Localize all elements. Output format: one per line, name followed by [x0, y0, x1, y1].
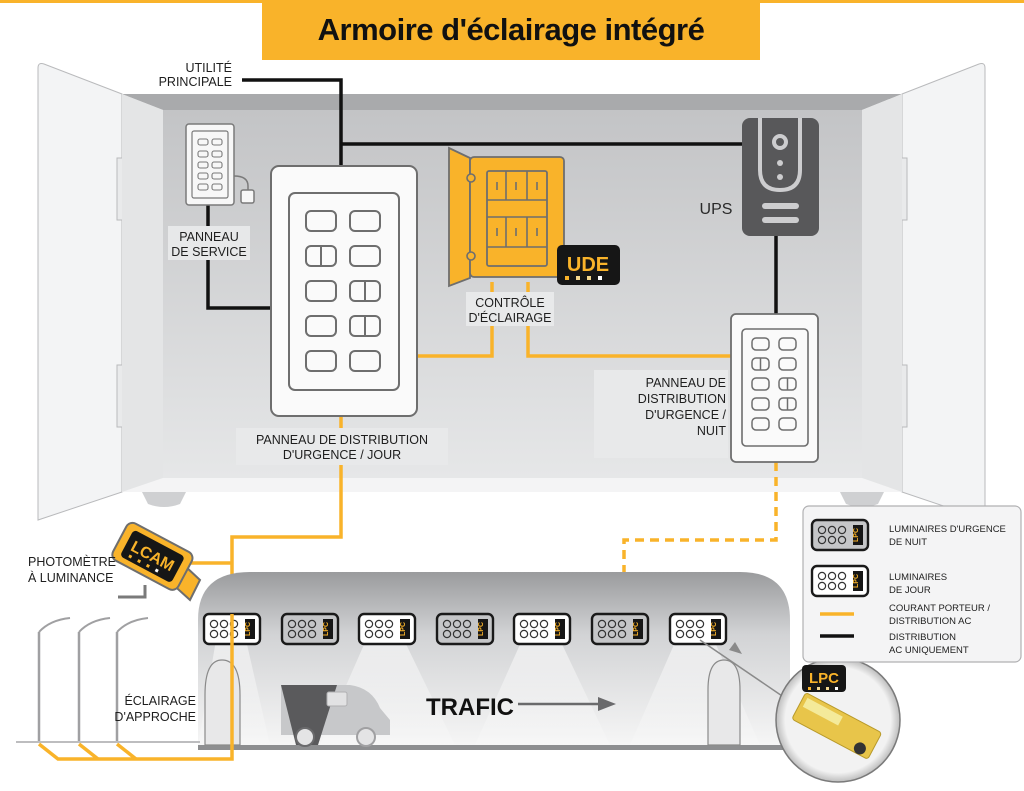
lpc-module-callout[interactable]: LPC: [775, 657, 901, 783]
ac-only-wiring: [206, 78, 778, 318]
day-panel-label-2: D'URGENCE / JOUR: [283, 448, 401, 462]
luminaire-row: LPC LPC LPC LPC LPC LPC LPC: [202, 612, 728, 646]
callout-arrow-icon: [729, 642, 742, 654]
legend-item-4-line-1: DISTRIBUTION: [889, 632, 956, 643]
breaker-icon: [778, 417, 797, 431]
night-luminaire: LPC: [435, 612, 495, 646]
lpc-badge-text: LPC: [555, 622, 562, 636]
tunnel-portal-right: [707, 659, 741, 746]
breaker-icon: [305, 280, 337, 302]
van-icon: [281, 685, 390, 747]
title-banner: Armoire d'éclairage intégré: [262, 0, 760, 60]
day-luminaire: LPC: [512, 612, 572, 646]
callout-pointer: [699, 639, 789, 701]
service-panel-breakers: [197, 138, 223, 191]
night-panel-label-bg: [594, 370, 728, 458]
legend-item-3-line-2: DISTRIBUTION AC: [889, 616, 971, 627]
day-luminaire: LPC: [357, 612, 417, 646]
night-panel-label-1: PANNEAU DE: [646, 376, 726, 390]
legend-item-4-line-2: AC UNIQUEMENT: [889, 645, 969, 656]
legend-item-3-line-1: COURANT PORTEUR /: [889, 603, 990, 614]
street-light-icon: [77, 617, 111, 742]
night-panel-label-4: NUIT: [697, 424, 727, 438]
night-luminaire: LPC: [590, 612, 650, 646]
service-panel-label-bg: [168, 226, 250, 260]
lpc-badge-text: LPC: [245, 622, 252, 636]
right-door: [901, 63, 986, 521]
lighting-control-label-bg: [466, 292, 554, 326]
left-door: [37, 63, 123, 521]
lpc-module-icon: [792, 693, 882, 759]
breaker-icon: [751, 377, 770, 391]
day-luminaire: LPC: [668, 612, 728, 646]
cabinet: [37, 63, 986, 521]
page-title: Armoire d'éclairage intégré: [317, 12, 705, 47]
breaker-icon: [349, 350, 381, 372]
approach-label-2: D'APPROCHE: [114, 710, 196, 724]
lighting-control-cabinet[interactable]: [448, 146, 565, 288]
approach-label-1: ÉCLAIRAGE: [124, 693, 196, 708]
breaker-icon: [751, 417, 770, 431]
utility-label-1: UTILITÉ: [185, 60, 232, 75]
breaker-icon: [751, 397, 770, 411]
service-panel[interactable]: [185, 123, 255, 206]
ups-label: UPS: [700, 201, 733, 218]
breaker-icon: [305, 350, 337, 372]
breaker-icon: [778, 357, 797, 371]
legend-day-luminaire-icon: LPC: [810, 564, 870, 598]
ups-power-icon: [772, 134, 788, 150]
lpc-badge-text: LPC: [711, 622, 718, 636]
lighting-control-label-1: CONTRÔLE: [475, 295, 544, 310]
lpc-badge-text: LPC: [853, 528, 860, 542]
lpc-callout-badge-text: LPC: [809, 670, 839, 687]
approach-wiring: [37, 614, 234, 761]
night-panel-label-3: D'URGENCE /: [645, 408, 726, 422]
night-panel-label-2: DISTRIBUTION: [638, 392, 726, 406]
legend-item-2-line-2: DE JOUR: [889, 585, 931, 596]
breaker-icon: [305, 210, 337, 232]
ups-unit[interactable]: [742, 118, 819, 236]
lpc-badge-text: LPC: [633, 622, 640, 636]
service-panel-label-2: DE SERVICE: [171, 245, 247, 259]
ude-badge-text: UDE: [567, 254, 609, 276]
breaker-icon: [349, 245, 381, 267]
lpc-badge-text: LPC: [323, 622, 330, 636]
day-luminaire-icon: LPC: [810, 564, 870, 598]
breaker-icon: [349, 210, 381, 232]
day-panel-label-bg: [236, 428, 448, 465]
legend-item-1-line-2: DE NUIT: [889, 537, 927, 548]
utility-label-2: PRINCIPALE: [159, 75, 232, 89]
lpc-callout-badge: [802, 665, 846, 692]
approach-street-lights: [16, 617, 200, 743]
lpc-badge-text: LPC: [400, 622, 407, 636]
night-luminaire: LPC: [280, 612, 340, 646]
night-panel-breakers: [751, 337, 797, 431]
photometer-label-1: PHOTOMÈTRE: [28, 554, 116, 569]
service-panel-lock-icon: [240, 189, 255, 204]
legend-item-1-line-1: LUMINAIRES D'URGENCE: [889, 524, 1006, 535]
traffic-label: TRAFIC: [426, 694, 514, 721]
legend-item-2-line-1: LUMINAIRES: [889, 572, 947, 583]
breaker-icon: [305, 315, 337, 337]
street-light-icon: [115, 617, 149, 742]
breaker-icon: [751, 337, 770, 351]
lighting-control-label-2: D'ÉCLAIRAGE: [469, 310, 552, 325]
service-panel-label-1: PANNEAU: [179, 230, 239, 244]
street-light-icon: [37, 617, 71, 742]
lpc-badge-text: LPC: [853, 574, 860, 588]
traffic-arrow-icon: [518, 697, 616, 711]
lcam-photometer[interactable]: LCAM: [110, 520, 202, 602]
legend-night-luminaire-icon: LPC: [810, 518, 870, 552]
breaker-icon: [778, 337, 797, 351]
photometer-label-2: À LUMINANCE: [28, 570, 113, 585]
night-distribution-panel[interactable]: [730, 313, 819, 463]
day-panel-label-1: PANNEAU DE DISTRIBUTION: [256, 433, 428, 447]
tunnel-portal-left: [204, 659, 241, 746]
day-panel-breakers: [305, 210, 381, 372]
day-distribution-panel[interactable]: [270, 165, 418, 417]
ude-badge: UDE: [557, 245, 620, 285]
legend: LPC LPC LUMINAIRES D'URGENCE DE NUIT LUM…: [802, 505, 1022, 663]
night-luminaire-icon: LPC: [810, 518, 870, 552]
lpc-badge-text: LPC: [478, 622, 485, 636]
